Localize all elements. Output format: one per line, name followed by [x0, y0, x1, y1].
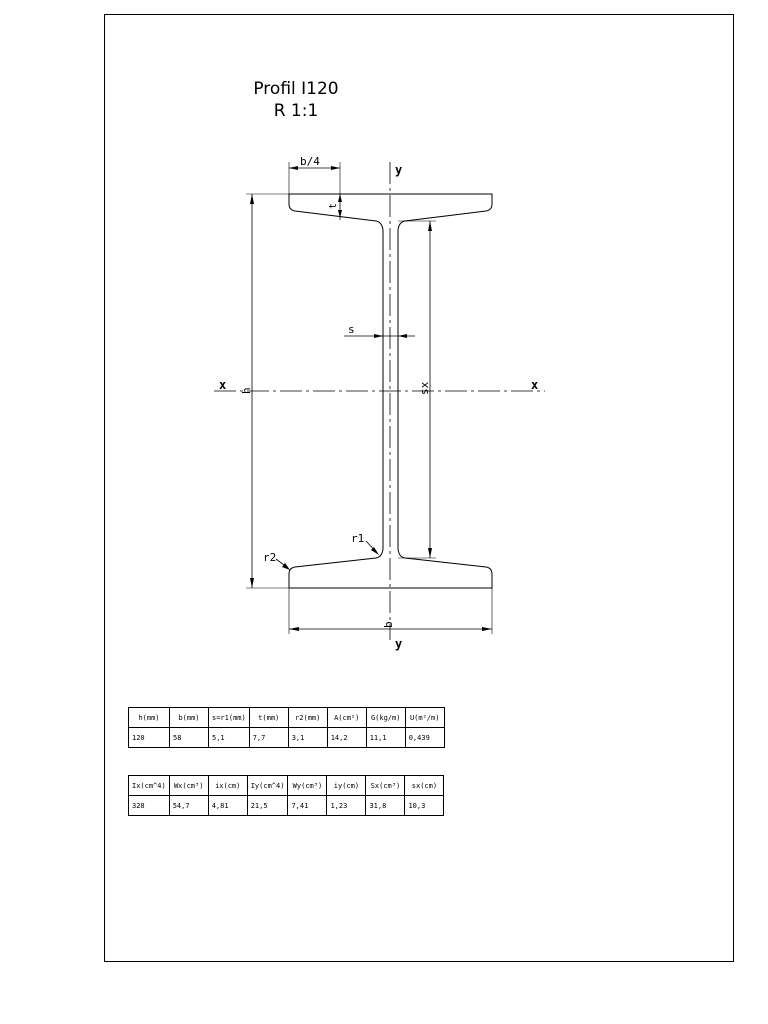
t-label: t: [328, 203, 339, 209]
header-cell: G(kg/m): [365, 707, 406, 728]
properties-table-2: Ix(cm^4) Wx(cm³) ix(cm) Iy(cm^4) Wy(cm³)…: [128, 775, 445, 816]
table-cell: 7,41: [287, 795, 328, 816]
h-label: h: [240, 387, 253, 394]
r2-label: r2: [263, 551, 276, 564]
y-axis-label-bottom: y: [395, 637, 402, 651]
header-cell: b(mm): [169, 707, 209, 728]
header-cell: Iy(cm^4): [246, 775, 289, 796]
table-header-row: h(mm) b(mm) s=r1(mm) t(mm) r2(mm) A(cm²)…: [128, 707, 445, 728]
table-cell: 3,1: [287, 727, 328, 748]
header-cell: h(mm): [128, 707, 170, 728]
table-cell: 31,8: [365, 795, 406, 816]
properties-table-1: h(mm) b(mm) s=r1(mm) t(mm) r2(mm) A(cm²)…: [128, 707, 445, 748]
table-cell: 21,5: [246, 795, 289, 816]
table-cell: 0,439: [404, 727, 445, 748]
header-cell: Wx(cm³): [168, 775, 209, 796]
r1-label: r1: [351, 532, 364, 545]
header-cell: Wy(cm³): [287, 775, 328, 796]
header-cell: Sx(cm³): [365, 775, 406, 796]
table-cell: 11,1: [365, 727, 406, 748]
header-cell: ix(cm): [207, 775, 248, 796]
sx-label: sx: [418, 381, 431, 395]
table-header-row: Ix(cm^4) Wx(cm³) ix(cm) Iy(cm^4) Wy(cm³)…: [128, 775, 445, 796]
drawing-title-block: Profil I120 R 1:1: [196, 78, 396, 122]
table-row: 120 58 5,1 7,7 3,1 14,2 11,1 0,439: [128, 727, 445, 748]
header-cell: Ix(cm^4): [128, 775, 170, 796]
table-cell: 58: [169, 727, 209, 748]
header-cell: s=r1(mm): [208, 707, 250, 728]
scale-label: R 1:1: [273, 101, 319, 121]
header-cell: A(cm²): [326, 707, 367, 728]
b4-label: b/4: [300, 155, 320, 168]
table-cell: 120: [128, 727, 170, 748]
table-cell: 14,2: [326, 727, 367, 748]
header-cell: U(m²/m): [404, 707, 445, 728]
x-axis-label-right: x: [531, 378, 538, 392]
y-axis-label-top: y: [395, 163, 402, 177]
s-label: s: [348, 323, 355, 336]
header-cell: t(mm): [248, 707, 289, 728]
b-label: b: [382, 621, 395, 628]
table-cell: 54,7: [168, 795, 209, 816]
table-cell: 328: [128, 795, 170, 816]
drawing-frame: [104, 14, 734, 962]
table-cell: 4,81: [207, 795, 248, 816]
header-cell: r2(mm): [287, 707, 328, 728]
x-axis-label-left: x: [219, 378, 226, 392]
header-cell: iy(cm): [326, 775, 367, 796]
table-cell: 1,23: [326, 795, 367, 816]
header-cell: sx(cm): [404, 775, 445, 796]
profile-title: Profil I120: [253, 79, 339, 99]
table-cell: 10,3: [404, 795, 445, 816]
table-cell: 5,1: [208, 727, 250, 748]
table-cell: 7,7: [248, 727, 289, 748]
table-row: 328 54,7 4,81 21,5 7,41 1,23 31,8 10,3: [128, 795, 445, 816]
